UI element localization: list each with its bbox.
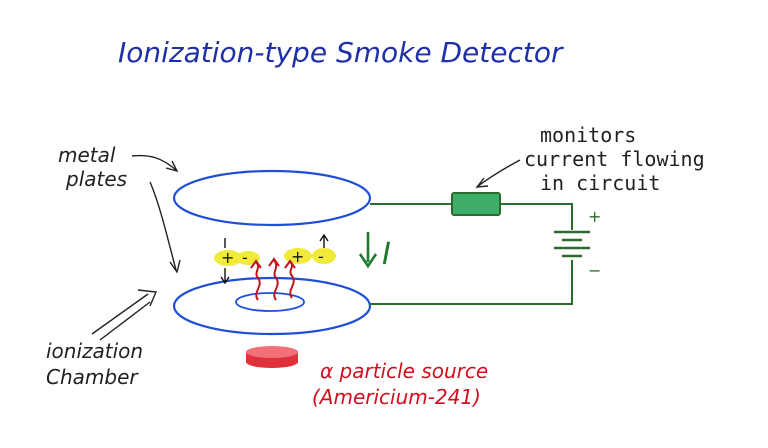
ion-highlight — [312, 248, 336, 264]
current-arrow-icon — [358, 232, 378, 269]
chamber-label: ionization — [46, 339, 143, 363]
alpha-particle-tracks — [250, 257, 296, 301]
negative-ion-icon: - — [318, 247, 324, 266]
source-label: α particle source — [320, 359, 488, 383]
positive-ion-icon: + — [221, 248, 234, 267]
inner-source-ring — [235, 292, 305, 312]
monitor-label-line2: current flowing — [524, 147, 705, 171]
monitor-pointer-icon — [475, 159, 521, 188]
alpha-source-icon — [246, 346, 298, 368]
ion-highlight — [284, 248, 312, 264]
battery — [554, 230, 590, 258]
metal-plates-pointer-icon — [131, 154, 181, 274]
ion-pairs: + - + - — [214, 233, 336, 285]
monitor-label-line1: monitors — [540, 123, 636, 147]
bottom-metal-plate — [172, 276, 372, 336]
battery-plus-sign: + — [588, 207, 601, 226]
battery-minus-sign: − — [588, 261, 601, 280]
current-monitor-resistor — [451, 192, 501, 216]
bottom-wire — [370, 260, 573, 305]
current-symbol: I — [382, 237, 391, 272]
ion-highlight — [214, 250, 242, 266]
monitor-label-line3: in circuit — [540, 171, 660, 195]
right-top-wire — [500, 203, 573, 230]
metal-plates-label: metal — [58, 143, 116, 167]
positive-ion-icon: + — [291, 247, 304, 266]
metal-plates-label-line2: plates — [65, 167, 127, 191]
diagram-title: Ionization-type Smoke Detector — [118, 36, 564, 69]
source-label-line2: (Americium-241) — [312, 385, 481, 409]
chamber-label-line2: Chamber — [46, 365, 139, 389]
top-metal-plate — [172, 169, 372, 227]
ion-highlight — [236, 251, 260, 265]
negative-ion-icon: - — [242, 248, 248, 267]
chamber-pointer-icon — [91, 289, 158, 341]
